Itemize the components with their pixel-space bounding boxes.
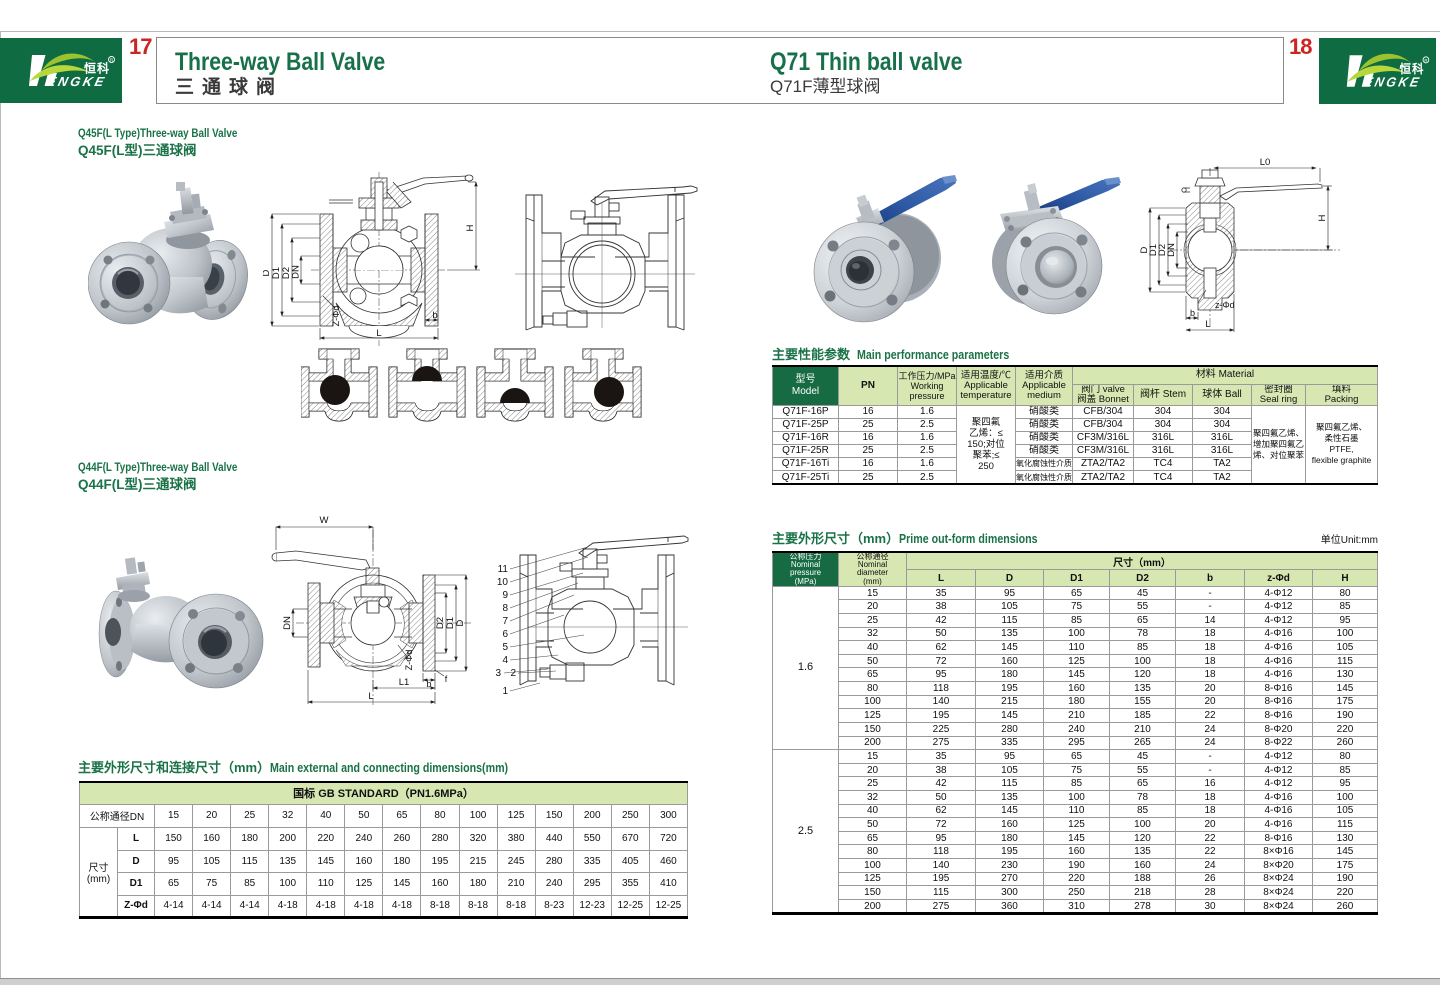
svg-text:H: H <box>465 224 476 231</box>
svg-text:1: 1 <box>502 686 508 697</box>
svg-text:H: H <box>1317 214 1328 221</box>
svg-text:Z-Φd: Z-Φd <box>404 650 414 671</box>
svg-text:W: W <box>320 515 329 526</box>
svg-text:10: 10 <box>497 577 509 588</box>
svg-text:z-Φd: z-Φd <box>1215 300 1235 310</box>
svg-text:6: 6 <box>502 629 508 640</box>
svg-text:DN: DN <box>282 616 293 630</box>
svg-text:9: 9 <box>502 590 508 601</box>
svg-text:D2: D2 <box>435 617 446 629</box>
svg-text:L1: L1 <box>399 677 410 688</box>
svg-text:D: D <box>263 269 272 276</box>
svg-text:L: L <box>376 328 381 339</box>
svg-text:11: 11 <box>498 564 509 575</box>
svg-text:D2: D2 <box>1157 244 1168 256</box>
svg-text:7: 7 <box>502 616 508 627</box>
svg-text:L: L <box>368 691 373 702</box>
svg-text:D2: D2 <box>281 267 292 279</box>
svg-text:5: 5 <box>502 642 508 653</box>
svg-text:DN: DN <box>1166 243 1177 257</box>
svg-text:b: b <box>432 310 437 321</box>
svg-text:DN: DN <box>291 265 302 279</box>
svg-text:3: 3 <box>495 668 501 679</box>
svg-text:2: 2 <box>510 668 516 679</box>
svg-text:D1: D1 <box>271 267 282 279</box>
svg-text:Z-Φd: Z-Φd <box>331 306 341 327</box>
svg-text:D: D <box>1140 246 1150 253</box>
svg-text:L0: L0 <box>1260 158 1271 168</box>
svg-text:D1: D1 <box>445 617 456 629</box>
svg-text:b: b <box>1190 308 1195 318</box>
svg-text:L: L <box>1205 319 1210 330</box>
svg-text:f: f <box>445 674 448 684</box>
svg-text:D: D <box>455 619 466 626</box>
svg-text:8: 8 <box>502 603 508 614</box>
svg-text:b: b <box>426 679 431 689</box>
svg-text:D1: D1 <box>1148 244 1159 256</box>
svg-text:4: 4 <box>502 655 508 666</box>
